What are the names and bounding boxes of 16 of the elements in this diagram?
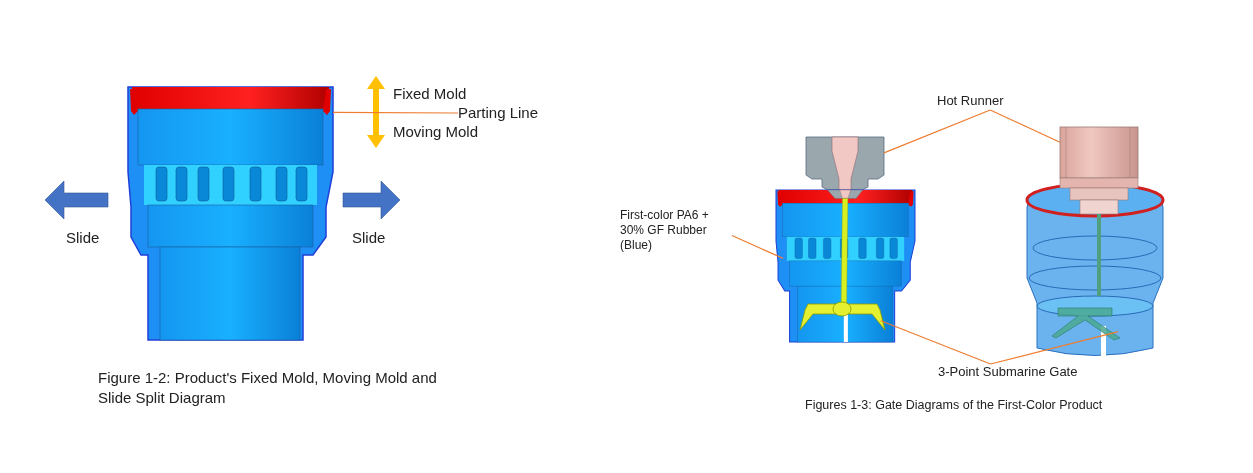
- leader-line: [332, 111, 459, 114]
- callout-label: Parting Line: [458, 104, 540, 123]
- part-label: Slide: [66, 228, 100, 248]
- figure-caption: Figures 1-3: Gate Diagrams of the First-Color Product: [805, 397, 1103, 414]
- callout-label: 3-Point Submarine Gate: [938, 364, 1079, 381]
- callout-label: Hot Runner: [937, 93, 1005, 110]
- leader-line: [989, 109, 1061, 143]
- leader-line: [883, 109, 991, 154]
- leader-line: [880, 320, 992, 365]
- part-label: Fixed Mold: [393, 84, 467, 104]
- figure-caption: Figure 1-2: Product's Fixed Mold, Moving Mold and Slide Split Diagram: [98, 368, 438, 409]
- callout-label: First-color PA6 + 30% GF Rubber (Blue): [620, 208, 710, 253]
- leader-line: [989, 331, 1119, 365]
- part-label: Slide: [352, 228, 386, 248]
- part-label: Moving Mold: [393, 122, 479, 142]
- leader-line: [731, 234, 784, 259]
